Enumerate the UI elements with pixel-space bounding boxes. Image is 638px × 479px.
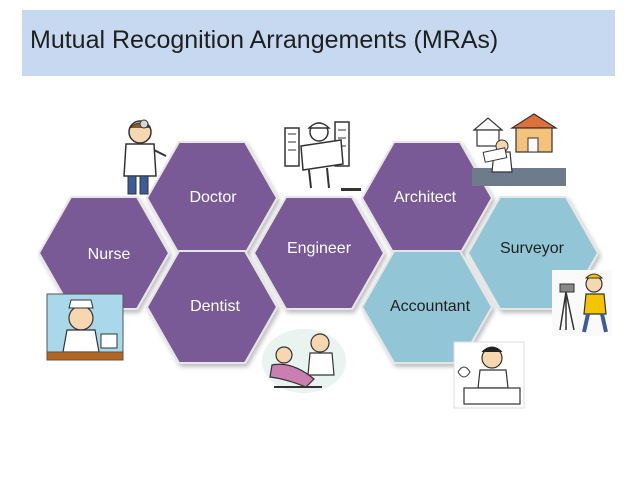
hex-cell-doctor: Doctor [145,141,279,255]
dentist-icon [262,329,346,393]
hex-label-surveyor: Surveyor [500,240,565,257]
hexagon-shape [360,250,494,364]
accountant-icon [453,341,525,409]
engineer-icon [284,121,361,191]
hex-label-dentist: Dentist [190,298,240,315]
nurse-icon [46,293,124,361]
hex-cell-nurse: Nurse [37,196,171,310]
hexagon-shape [252,196,386,310]
hex-cell-architect: Architect [360,141,494,255]
hex-label-architect: Architect [394,189,457,206]
surveyor-icon [552,270,612,336]
hexagon-shape [145,250,279,364]
hex-cell-dentist: Dentist [145,250,279,364]
page-title: Mutual Recognition Arrangements (MRAs) [30,26,499,54]
hex-cell-accountant: Accountant [360,250,494,364]
hex-label-nurse: Nurse [88,246,131,263]
architect-icon [472,113,566,186]
hex-label-engineer: Engineer [287,240,352,257]
doctor-icon [123,119,167,195]
hex-label-accountant: Accountant [390,298,471,315]
title-band [22,10,615,76]
hex-label-doctor: Doctor [189,189,237,206]
hex-cell-engineer: Engineer [252,196,386,310]
